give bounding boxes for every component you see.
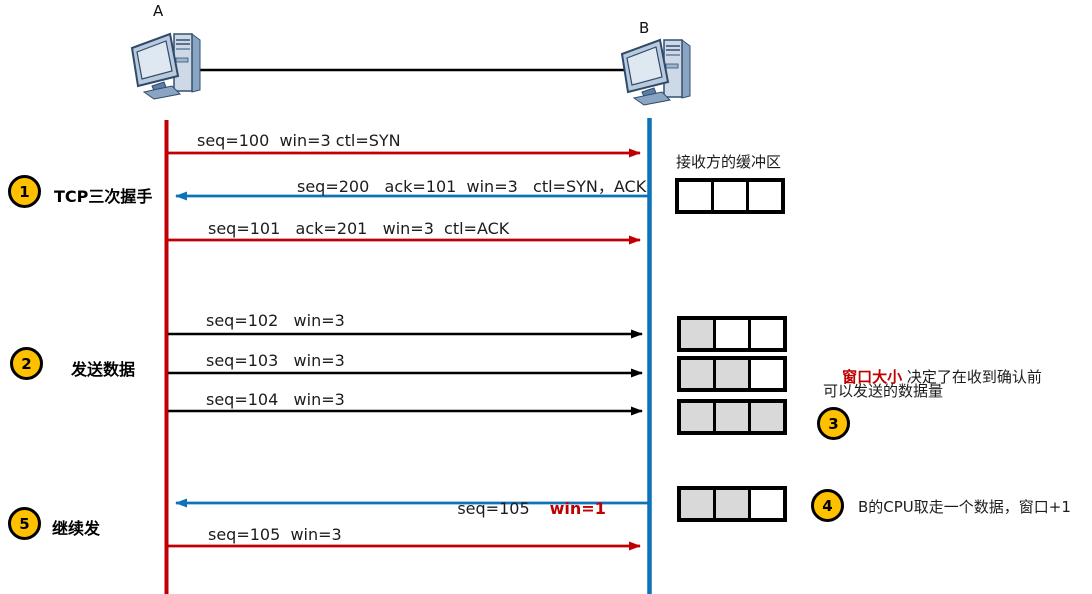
message-label-seq104: seq=104 win=3 — [206, 390, 345, 409]
cpu-read-annotation: B的CPU取走一个数据，窗口+1 — [858, 498, 1071, 516]
buffer-cell — [713, 403, 748, 431]
buffer-cell — [748, 320, 783, 348]
computer-icon-a — [130, 32, 201, 100]
message-label-continue: seq=105 win=3 — [208, 525, 342, 544]
buffer-cell — [713, 490, 748, 518]
message-label-seq102: seq=102 win=3 — [206, 311, 345, 330]
buffer-cell — [711, 182, 746, 210]
window-size-highlight: 窗口大小 — [842, 368, 903, 386]
buffer-cell — [713, 320, 748, 348]
host-b-label: B — [639, 19, 650, 37]
step-circle-1: 1 — [8, 175, 41, 208]
message-label-win-update: seq=105 win=1 — [437, 480, 606, 537]
buffer-cell — [681, 403, 713, 431]
buffer-cell — [713, 360, 748, 388]
message-label-ack: seq=101 ack=201 win=3 ctl=ACK — [208, 219, 510, 238]
buffer-cell — [681, 490, 713, 518]
section-label-continue-send: 继续发 — [52, 519, 101, 538]
buffer-cell — [681, 320, 713, 348]
message-label-seq103: seq=103 win=3 — [206, 351, 345, 370]
win-update-seq: seq=105 — [457, 499, 530, 518]
step-circle-4: 4 — [811, 489, 844, 522]
window-size-rest: 决定了在收到确认前 — [902, 368, 1042, 386]
buffer-cell — [748, 360, 783, 388]
buffer-cell — [748, 490, 783, 518]
receiver-buffer-after-read — [677, 486, 787, 522]
receiver-buffer-initial — [675, 178, 785, 214]
buffer-cell — [681, 360, 713, 388]
host-a-label: A — [153, 2, 164, 20]
receiver-buffer-label: 接收方的缓冲区 — [676, 153, 782, 171]
window-size-annotation-line1: 窗口大小 决定了在收到确认前 — [823, 348, 1042, 405]
buffer-cell — [746, 182, 781, 210]
step-circle-5: 5 — [8, 507, 41, 540]
receiver-buffer-after-seq103 — [677, 356, 787, 392]
computer-icon-b — [620, 38, 691, 106]
window-size-annotation-line2: 可以发送的数据量 — [823, 382, 944, 400]
receiver-buffer-after-seq102 — [677, 316, 787, 352]
buffer-cell — [748, 403, 783, 431]
receiver-buffer-after-seq104 — [677, 399, 787, 435]
section-label-send-data: 发送数据 — [71, 360, 136, 379]
message-label-syn-ack: seq=200 ack=101 win=3 ctl=SYN，ACK — [297, 177, 647, 196]
section-label-handshake: TCP三次握手 — [54, 187, 153, 206]
buffer-cell — [679, 182, 711, 210]
message-label-syn: seq=100 win=3 ctl=SYN — [197, 131, 401, 150]
step-circle-2: 2 — [10, 347, 43, 380]
step-circle-3: 3 — [817, 407, 850, 440]
win-update-highlight: win=1 — [549, 499, 606, 518]
